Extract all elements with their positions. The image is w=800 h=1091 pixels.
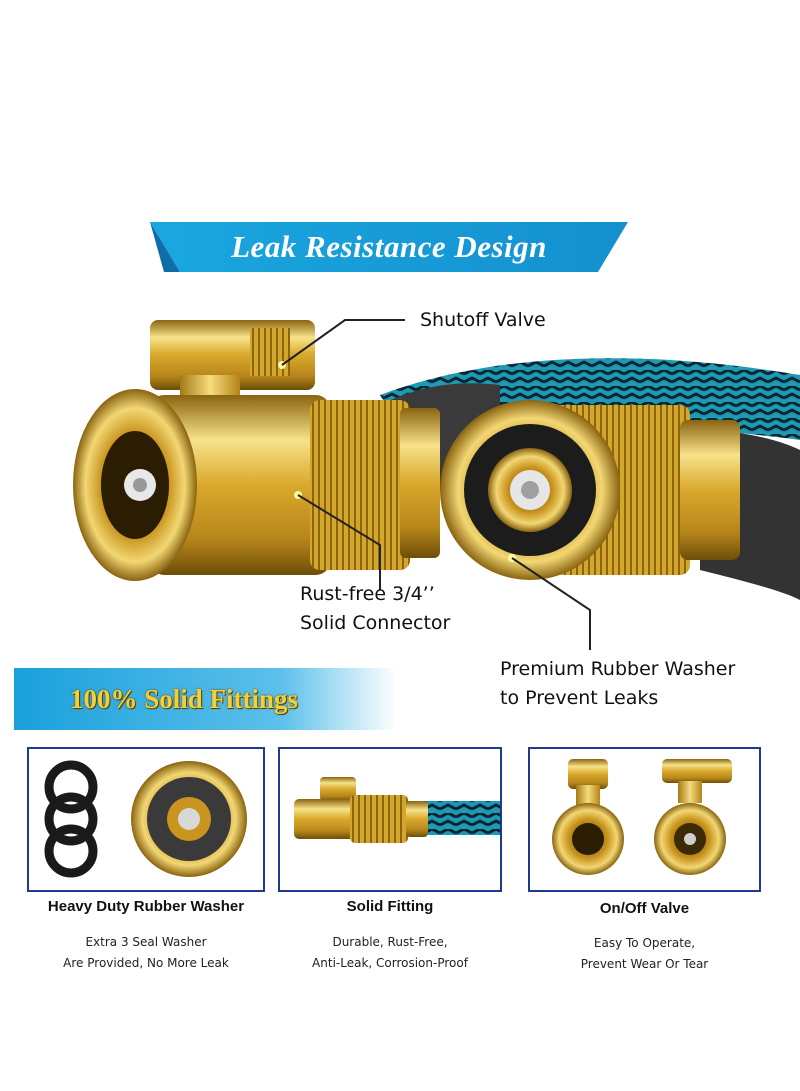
title-banner: Leak Resistance Design [150,222,628,272]
rubber-washer-icon [44,760,247,878]
valve-icon [552,759,732,875]
feature-title-washer: Heavy Duty Rubber Washer [47,898,245,915]
feature-desc-line: Durable, Rust-Free, [332,935,448,949]
feature-title-valve: On/Off Valve [599,900,690,917]
shutoff-valve-label: Shutoff Valve [420,309,546,331]
connector-label-line2: Solid Connector [300,612,451,634]
section-title: 100% Solid Fittings [69,683,299,714]
callout-line-washer [589,615,591,650]
connector-label: Rust-free 3/4’’ Solid Connector [300,580,450,638]
feature-desc-line: Are Provided, No More Leak [63,956,229,970]
connector-label-line1: Rust-free 3/4’’ [300,583,435,605]
feature-panel-valve [528,747,761,892]
feature-desc-fitting: Durable, Rust-Free, Anti-Leak, Corrosion… [278,932,502,974]
feature-desc-line: Anti-Leak, Corrosion-Proof [312,956,468,970]
feature-title-fitting: Solid Fitting [346,898,434,915]
feature-panel-fitting [278,747,502,892]
feature-desc-line: Prevent Wear Or Tear [580,957,709,971]
washer-label-line2: to Prevent Leaks [500,687,659,709]
section-banner [14,668,396,730]
hose-connector-illustration [73,319,800,620]
washer-label-line1: Premium Rubber Washer [500,658,736,680]
feature-panel-washer [27,747,265,892]
feature-desc-line: Extra 3 Seal Washer [85,935,207,949]
feature-desc-washer: Extra 3 Seal Washer Are Provided, No Mor… [27,932,265,974]
washer-label: Premium Rubber Washer to Prevent Leaks [500,655,735,713]
banner-title: Leak Resistance Design [231,229,547,264]
feature-desc-line: Easy To Operate, [593,936,696,950]
hose-fitting-icon [294,777,500,843]
feature-desc-valve: Easy To Operate, Prevent Wear Or Tear [528,933,761,975]
